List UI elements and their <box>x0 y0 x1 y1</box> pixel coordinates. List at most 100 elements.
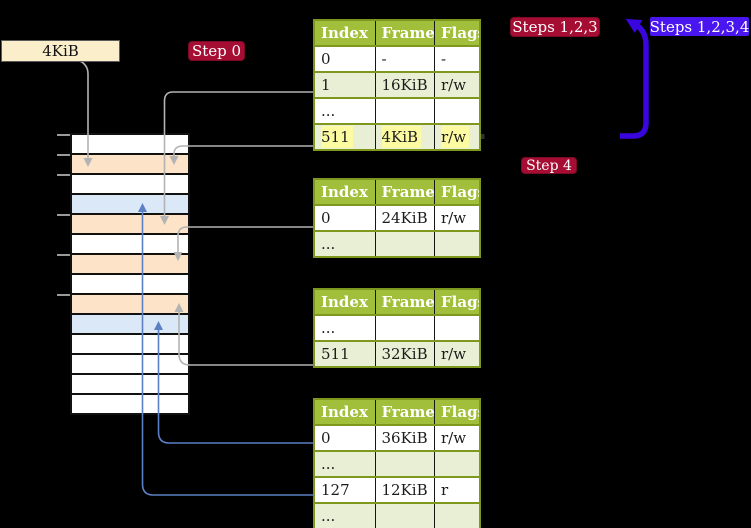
column-header: Index <box>315 290 376 314</box>
highlighted-value: 511 <box>321 126 353 148</box>
column-header: Flags <box>441 183 479 201</box>
table-cell: 24KiB <box>376 206 435 230</box>
table-cell <box>435 504 479 528</box>
table-cell: r <box>441 481 449 499</box>
memory-frame-free <box>72 395 188 413</box>
steps1234-text: Steps 1,2,3,4 <box>649 17 750 36</box>
steps1234-badge: Steps 1,2,3,4 <box>650 17 749 36</box>
table-cell: r/w <box>441 429 467 447</box>
memory-tick <box>57 214 70 216</box>
table-cell: 32KiB <box>376 342 435 366</box>
table-cell: 16KiB <box>376 73 435 97</box>
recursive-entry-tick <box>481 134 485 139</box>
step4-badge: Step 4 <box>521 157 577 174</box>
column-header: Index <box>315 400 376 424</box>
table-cell: 36KiB <box>376 426 435 450</box>
column-header: Index <box>315 180 376 204</box>
memory-frame-free <box>72 375 188 395</box>
table-cell: 0 <box>315 426 376 450</box>
column-header: Frame <box>376 290 435 314</box>
table-row: 511 4KiB r/w <box>315 125 479 149</box>
steps123-badge: Steps 1,2,3 <box>510 17 600 37</box>
table-row: ... <box>315 99 479 125</box>
table-cell <box>376 452 435 476</box>
memory-frame-table <box>72 295 188 315</box>
table-cell: 127 <box>315 478 376 502</box>
memory-tick <box>57 174 70 176</box>
column-header: Flags <box>441 24 479 42</box>
table-row: 0-- <box>315 47 479 73</box>
column-header: Frame <box>376 21 435 45</box>
memory-frame-page <box>72 315 188 335</box>
memory-frame-free <box>72 135 188 155</box>
table-cell: 12KiB <box>376 478 435 502</box>
column-header: Frame <box>376 400 435 424</box>
table-cell: r/w <box>435 125 479 149</box>
table-cell: r/w <box>441 209 467 227</box>
memory-frame-table <box>72 255 188 275</box>
table-cell <box>376 316 435 340</box>
table-row: ... <box>315 232 479 256</box>
step0-text: Step 0 <box>191 42 242 60</box>
table-cell: 0 <box>315 206 376 230</box>
memory-frame-free <box>72 275 188 295</box>
memory-frame-free <box>72 355 188 375</box>
table-cell: ... <box>315 452 376 476</box>
table-row: ... <box>315 452 479 478</box>
table-cell: 1 <box>315 73 376 97</box>
table-cell: - <box>441 50 447 68</box>
highlighted-value: 4KiB <box>381 126 422 148</box>
step4-text: Step 4 <box>526 157 572 174</box>
memory-tick <box>57 254 70 256</box>
memory-tick <box>57 134 70 136</box>
highlighted-value: r/w <box>441 126 470 148</box>
table-cell: r/w <box>441 76 467 94</box>
steps123-text: Steps 1,2,3 <box>512 18 598 36</box>
table-cell <box>435 99 479 123</box>
step0-badge: Step 0 <box>188 41 245 61</box>
column-header: Frame <box>376 180 435 204</box>
table-cell <box>435 316 479 340</box>
memory-frame-free <box>72 335 188 355</box>
table-cell: 0 <box>315 47 376 71</box>
physical-memory-column <box>70 133 190 415</box>
column-header: Index <box>315 21 376 45</box>
table-cell <box>376 232 435 256</box>
frame-pointer-text: 4KiB <box>42 42 79 60</box>
memory-frame-table <box>72 215 188 235</box>
memory-frame-free <box>72 235 188 255</box>
table-cell: ... <box>315 232 376 256</box>
table-cell: 511 <box>315 125 376 149</box>
table-cell <box>435 452 479 476</box>
table-cell: ... <box>315 316 376 340</box>
memory-tick <box>57 154 70 156</box>
memory-frame-page <box>72 195 188 215</box>
level4-frame-pointer-label: 4KiB <box>1 40 120 62</box>
memory-tick <box>57 294 70 296</box>
table-cell: ... <box>315 99 376 123</box>
table-cell: 4KiB <box>376 125 435 149</box>
table-cell <box>435 232 479 256</box>
table-cell: - <box>376 47 435 71</box>
table-row: ... <box>315 316 479 342</box>
column-header: Flags <box>441 403 479 421</box>
table-cell: ... <box>315 504 376 528</box>
table-row: ... <box>315 504 479 528</box>
recursive-loop-arrow <box>620 18 649 139</box>
table-cell: 511 <box>315 342 376 366</box>
table-cell <box>376 99 435 123</box>
column-header: Flags <box>441 293 479 311</box>
